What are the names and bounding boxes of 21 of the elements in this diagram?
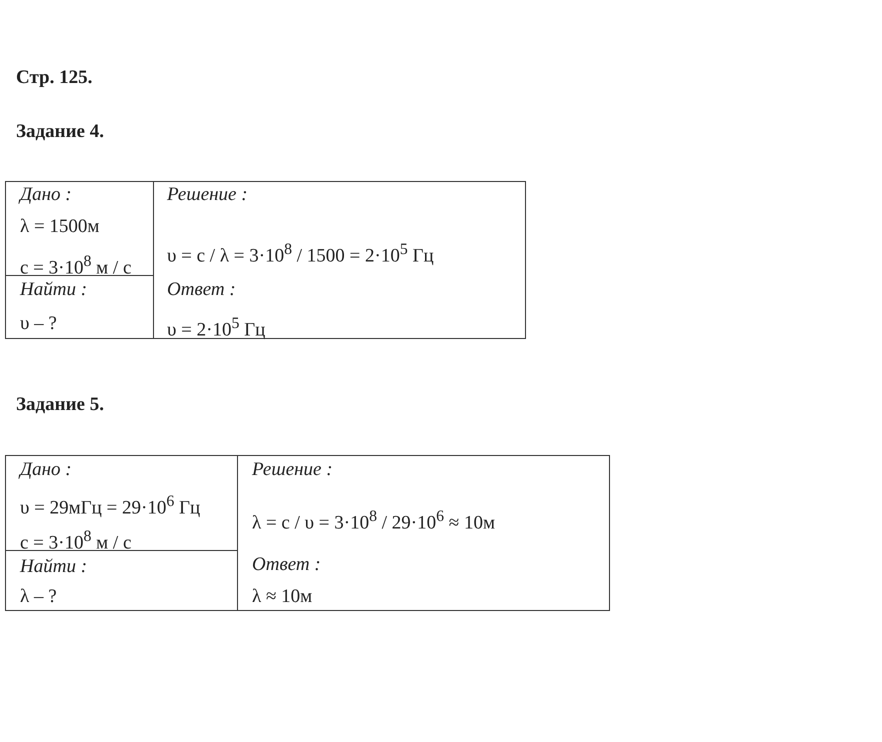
formula: c = 3·10$^{8}$ м / с [20, 527, 132, 556]
cell-heading: Ответ : [167, 278, 236, 302]
formula: υ = c / λ = 3·10$^{8}$ / 1500 = 2·10$^{5}$ Гц [167, 240, 434, 268]
task-heading: Задание 5. [16, 393, 104, 417]
formula: υ = 2·10$^{5}$ Гц [167, 314, 266, 342]
cell-heading: Решение : [167, 183, 248, 207]
cell-heading: Найти : [20, 555, 88, 579]
formula: υ = 29мГц = 29·10$^{6}$ Гц [20, 492, 200, 520]
cell-heading: Дано : [20, 183, 72, 207]
formula: λ = c / υ = 3·10$^{8}$ / 29·10$^{6}$ ≈ 10м [252, 507, 495, 536]
page-heading: Стр. 125. [16, 66, 92, 90]
cell-heading: Ответ : [252, 553, 321, 577]
formula: υ – ? [20, 312, 57, 336]
formula: λ = 1500м [20, 215, 100, 239]
cell-heading: Дано : [20, 458, 72, 482]
cell-heading: Найти : [20, 278, 88, 302]
task-heading: Задание 4. [16, 120, 104, 144]
formula: c = 3·10$^{8}$ м / с [20, 252, 132, 280]
formula: λ ≈ 10м [252, 585, 312, 609]
formula: λ – ? [20, 585, 57, 609]
cell-heading: Решение : [252, 458, 333, 482]
